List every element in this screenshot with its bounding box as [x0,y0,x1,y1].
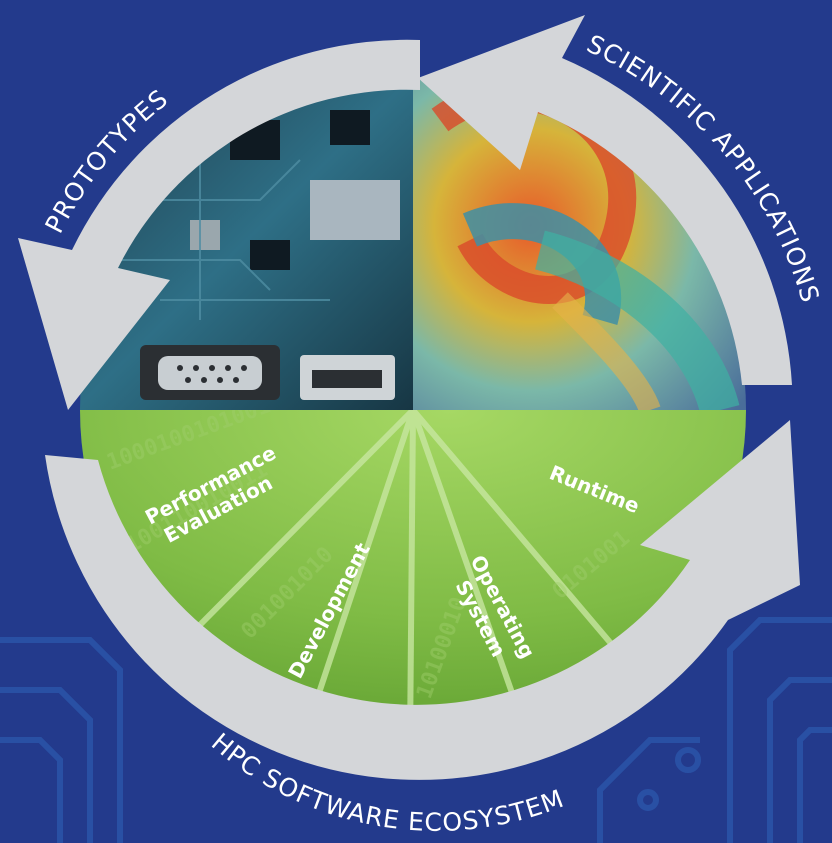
scientific-applications-arrow [418,15,792,385]
circuit-traces-background [0,617,832,843]
prototypes-arrow [18,39,420,411]
cycle-arrows [18,15,800,780]
software-ecosystem-half-disc: 100010010100101 0100110010011 001001010 … [80,410,746,743]
hpc-ecosystem-arrow [45,420,800,780]
